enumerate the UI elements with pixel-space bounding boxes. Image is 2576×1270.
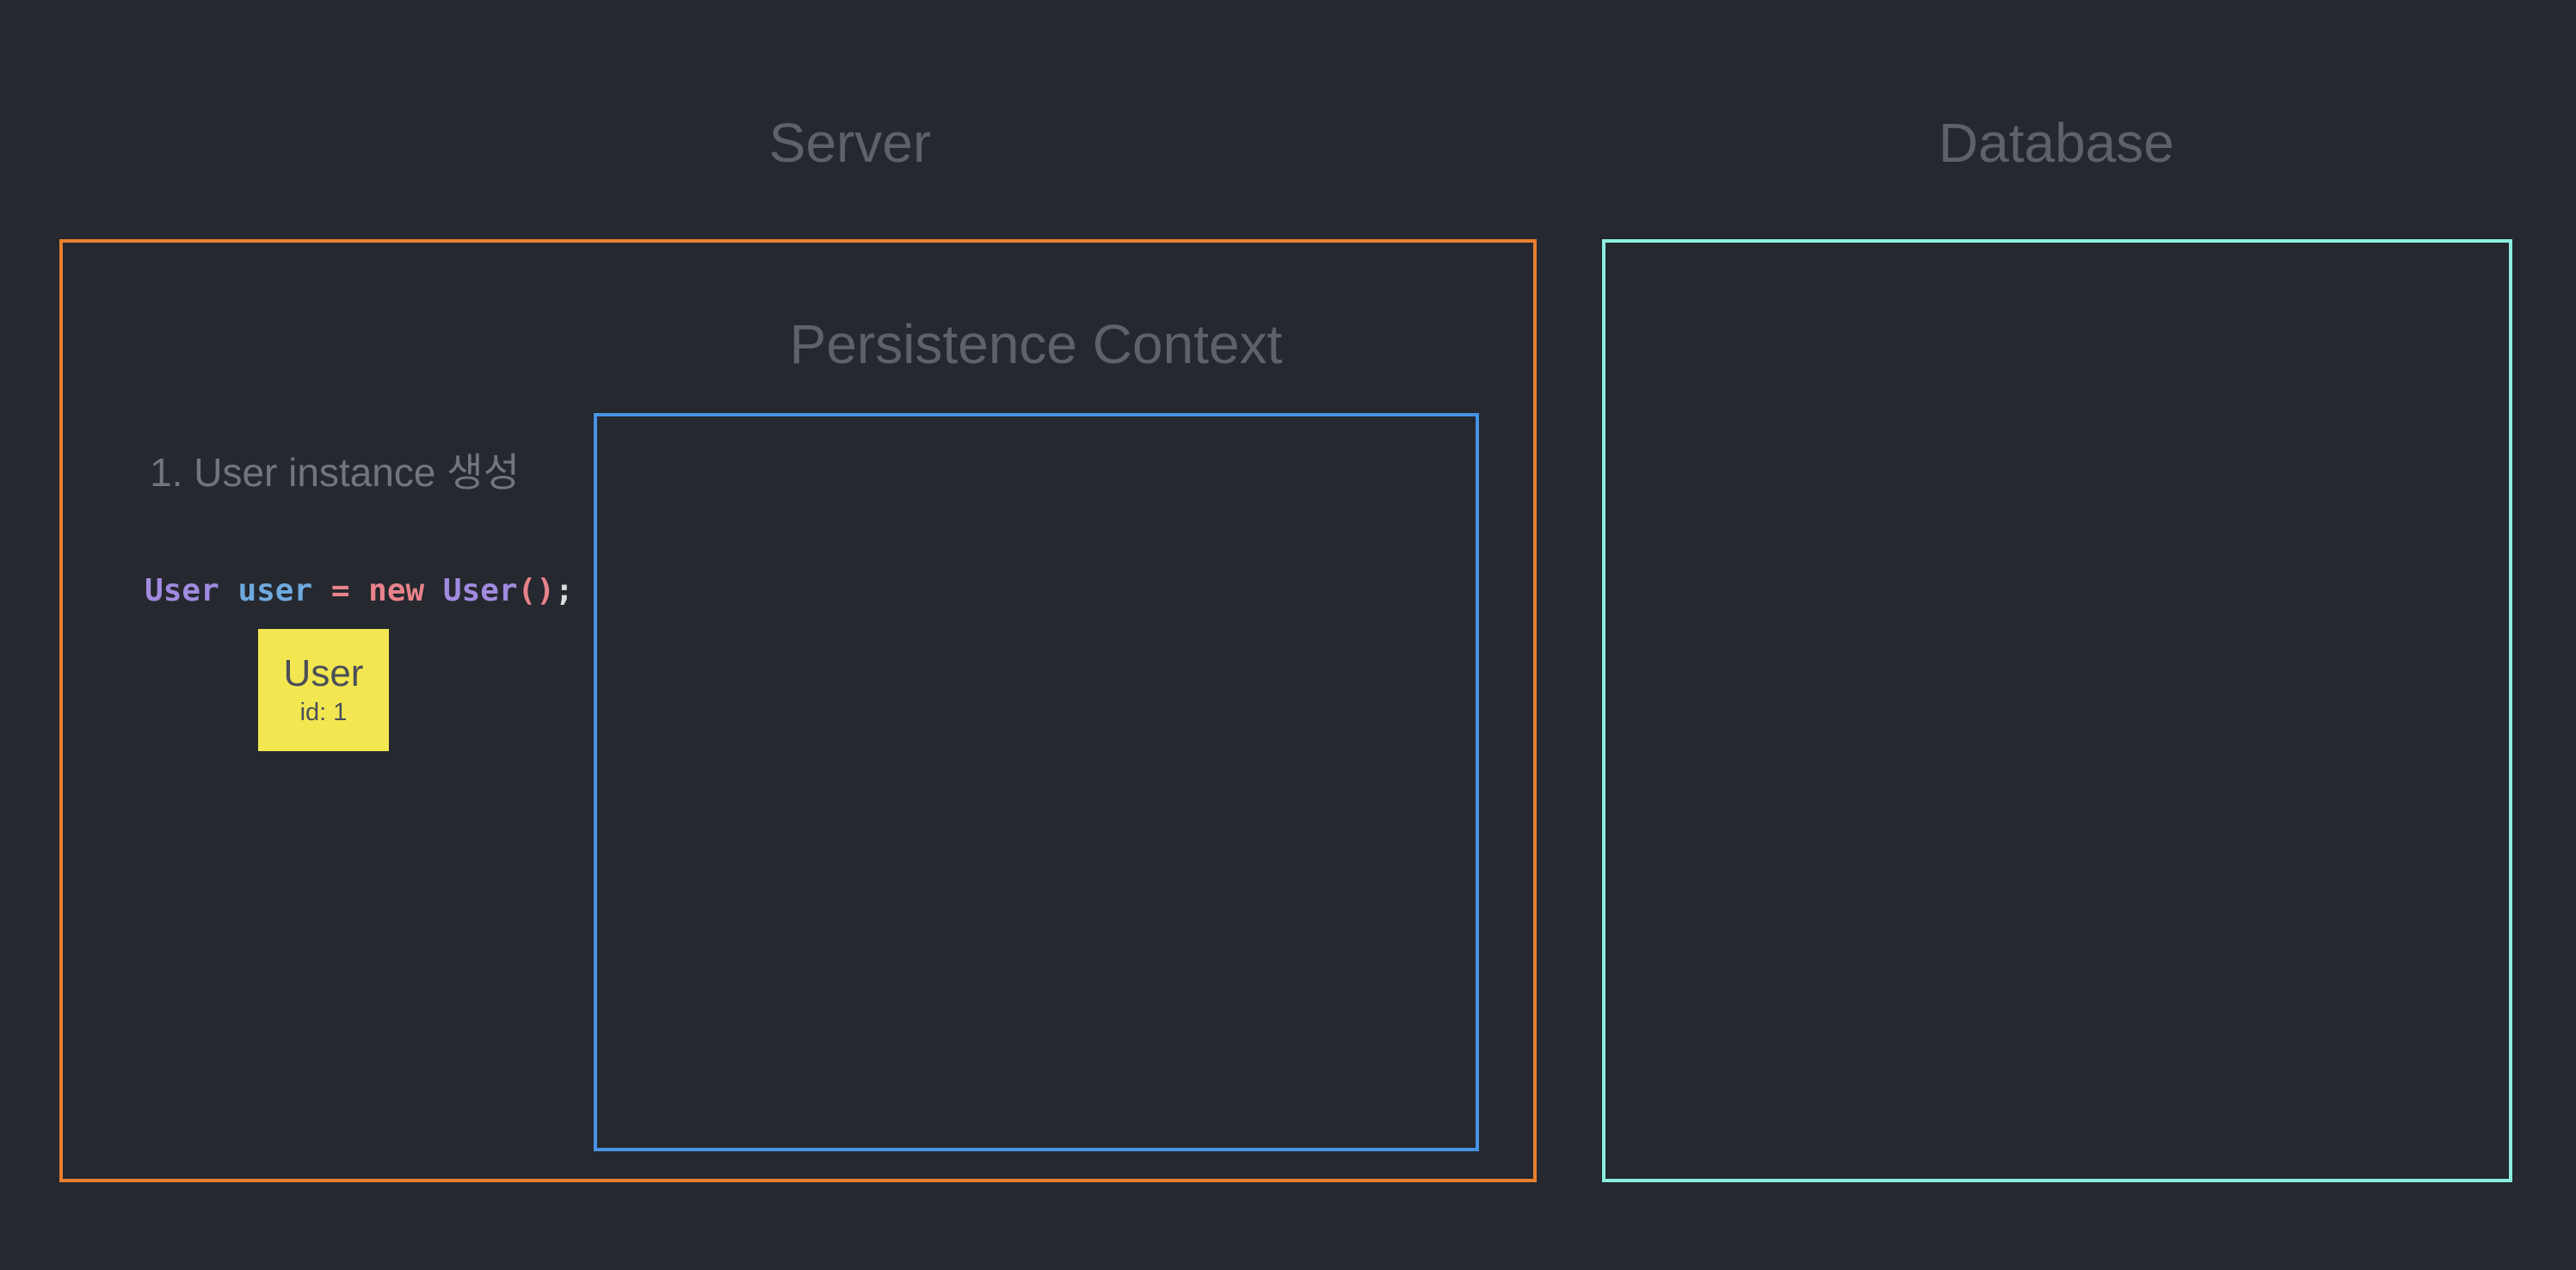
database-box bbox=[1602, 239, 2512, 1182]
entity-name: User bbox=[283, 651, 364, 694]
code-token-operator: = bbox=[330, 573, 369, 609]
code-token-type: User bbox=[145, 573, 219, 609]
code-token-variable: user bbox=[219, 573, 331, 609]
entity-id: id: 1 bbox=[299, 699, 348, 727]
step-label: 1. User instance 생성 bbox=[150, 450, 520, 495]
persistence-context-box bbox=[594, 413, 1479, 1151]
server-title: Server bbox=[768, 112, 932, 174]
code-line: User user = new User(); bbox=[70, 535, 574, 647]
database-title: Database bbox=[1938, 112, 2174, 174]
user-entity-card: User id: 1 bbox=[258, 629, 389, 751]
persistence-context-title: Persistence Context bbox=[789, 313, 1283, 375]
code-token-type: User bbox=[442, 573, 518, 609]
code-token-semicolon: ; bbox=[554, 573, 574, 609]
server-box bbox=[59, 239, 1537, 1182]
code-token-parens: () bbox=[517, 573, 555, 609]
code-token-keyword: new bbox=[368, 573, 443, 609]
